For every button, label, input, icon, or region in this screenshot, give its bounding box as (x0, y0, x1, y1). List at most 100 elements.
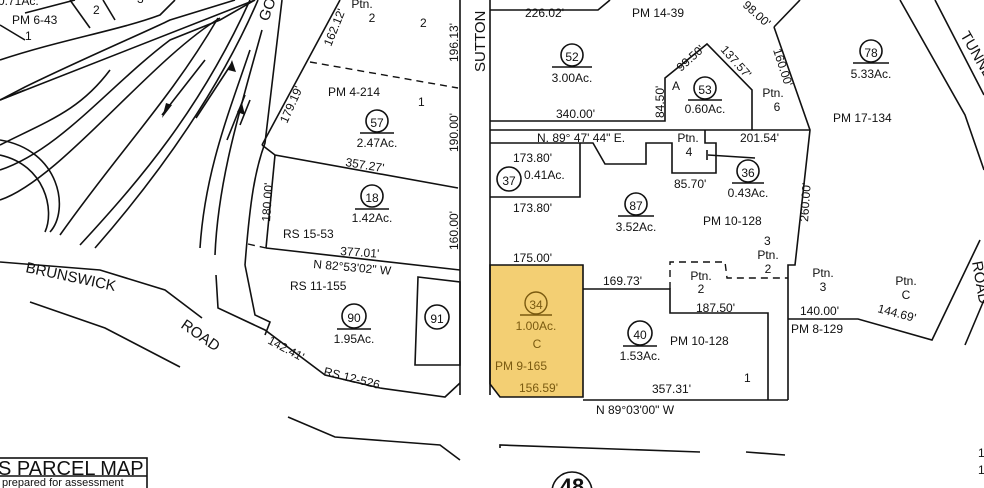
bearing-n82: N 82°53'02" W (313, 257, 393, 278)
parcel-40-area: 1.53Ac. (620, 349, 661, 363)
map-label: Ptn. (677, 131, 698, 145)
ref-rs-12-526: RS 12-526 (322, 364, 381, 392)
parcel-90-area: 1.95Ac. (334, 332, 375, 346)
parcel-52-area: 3.00Ac. (552, 71, 593, 85)
parcel-52-number: 52 (565, 50, 579, 64)
map-label: 0.71Ac. (0, 0, 39, 8)
bearing-n89-03: N 89°03'00" W (596, 403, 675, 417)
dim-99: 99.50' (674, 42, 707, 74)
parcel-40-number: 40 (633, 328, 647, 342)
parcel-57-area: 2.47Ac. (357, 136, 398, 150)
ref-pm-6-43: PM 6-43 (12, 13, 58, 27)
dim-260: 260.00' (797, 182, 814, 222)
ref-pm-4-214: PM 4-214 (328, 85, 380, 99)
dim-169: 169.73' (603, 274, 642, 288)
subtitle-text: prepared for assessment (2, 477, 124, 488)
dim-201: 201.54' (740, 131, 779, 145)
parcel-36-area: 0.43Ac. (728, 186, 769, 200)
parcel-78-number: 78 (864, 46, 878, 60)
dim-173-b: 173.80' (513, 201, 552, 215)
parcel-lines-west (247, 0, 461, 395)
dim-144: 144.69' (876, 301, 917, 325)
dim-98: 98.00' (740, 0, 773, 30)
dim-85: 85.70' (674, 177, 706, 191)
parcel-37-area: 0.41Ac. (524, 168, 565, 182)
ref-pm-9-165: PM 9-165 (495, 359, 547, 373)
dim-175: 175.00' (513, 251, 552, 265)
parcel-18-number: 18 (365, 191, 379, 205)
parcel-36-number: 36 (741, 166, 755, 180)
map-label: 3 (137, 0, 144, 6)
title-box: S PARCEL MAP prepared for assessment (0, 457, 148, 488)
parcel-34-area: 1.00Ac. (516, 319, 557, 333)
dim-377: 377.01' (340, 244, 380, 261)
parcel-90-number: 90 (347, 311, 361, 325)
dim-187: 187.50' (696, 301, 735, 315)
parcel-91-number: 91 (430, 312, 444, 326)
dim-357-27: 357.27' (345, 155, 386, 175)
dim-84: 84.50' (653, 86, 667, 118)
map-label: Ptn. (895, 274, 916, 288)
dim-190: 190.00' (447, 113, 461, 152)
map-label: 1 (418, 95, 425, 109)
parcel-53-area: 0.60Ac. (685, 102, 726, 116)
parcel-labels: 523.00Ac. 530.60Ac. 785.33Ac. 572.47Ac. … (334, 39, 892, 488)
ref-pm-10-128-b: PM 10-128 (670, 334, 729, 348)
map-label: 2 (369, 11, 376, 25)
road-label-sutton: SUTTON (472, 11, 489, 72)
map-label: Ptn. (812, 266, 833, 280)
parcel-78-area: 5.33Ac. (851, 67, 892, 81)
title-text: S PARCEL MAP (0, 458, 144, 480)
road-lines (0, 0, 461, 461)
map-label: 1 (978, 446, 984, 460)
map-label: 4 (686, 145, 693, 159)
parcel-53-number: 53 (698, 83, 712, 97)
dim-142: 142.41' (266, 333, 307, 364)
map-label: 1 (978, 463, 984, 477)
dim-196: 196.13' (447, 23, 461, 62)
dim-173-a: 173.80' (513, 151, 552, 165)
ref-pm-17-134: PM 17-134 (833, 111, 892, 125)
map-label: 1 (25, 29, 32, 43)
map-label: 1 (744, 371, 751, 385)
map-label: Ptn. (762, 86, 783, 100)
parcel-lines-east (489, 0, 984, 488)
parcel-87-area: 3.52Ac. (616, 220, 657, 234)
road-label-road-east: ROAD (968, 260, 984, 306)
parcel-57-number: 57 (370, 116, 384, 130)
dim-140: 140.00' (800, 304, 839, 318)
ref-rs-11-155: RS 11-155 (290, 279, 347, 293)
map-label: A (672, 79, 680, 93)
map-label: Ptn. (757, 248, 778, 262)
misc-labels: Ptn. 2 2 1 A Ptn. 6 Ptn. 4 3 Ptn. 2 Ptn.… (0, 0, 984, 477)
road-label-road: ROAD (178, 316, 223, 355)
parcel-34-number: 34 (529, 298, 543, 312)
dim-180: 180.00' (259, 182, 276, 222)
map-label: 3 (820, 280, 827, 294)
dim-340: 340.00' (556, 107, 595, 121)
map-label: 2 (420, 16, 427, 30)
map-label: Ptn. (690, 269, 711, 283)
parcel-87-number: 87 (629, 199, 643, 213)
dim-179: 179.19' (277, 84, 306, 125)
dim-156: 156.59' (519, 381, 558, 395)
map-label: C (902, 288, 911, 302)
dim-137: 137.57' (718, 43, 755, 81)
map-label: C (533, 337, 542, 351)
map-label: 2 (765, 262, 772, 276)
road-label-gold: GOL (256, 0, 283, 23)
parcel-48-number: 48 (560, 474, 584, 488)
parcel-37-number: 37 (502, 174, 516, 188)
ref-pm-10-128: PM 10-128 (703, 214, 762, 228)
road-label-brunswick: BRUNSWICK (24, 259, 117, 295)
map-label: Ptn. (351, 0, 372, 11)
bearing-n89-47: N. 89° 47' 44" E. (537, 131, 625, 145)
dim-357-31: 357.31' (652, 382, 691, 396)
map-label: 2 (698, 282, 705, 296)
road-label-tunnel: TUNNEL (957, 29, 984, 89)
ref-rs-15-53: RS 15-53 (283, 227, 334, 241)
map-label: 3 (764, 234, 771, 248)
map-label: 6 (774, 100, 781, 114)
